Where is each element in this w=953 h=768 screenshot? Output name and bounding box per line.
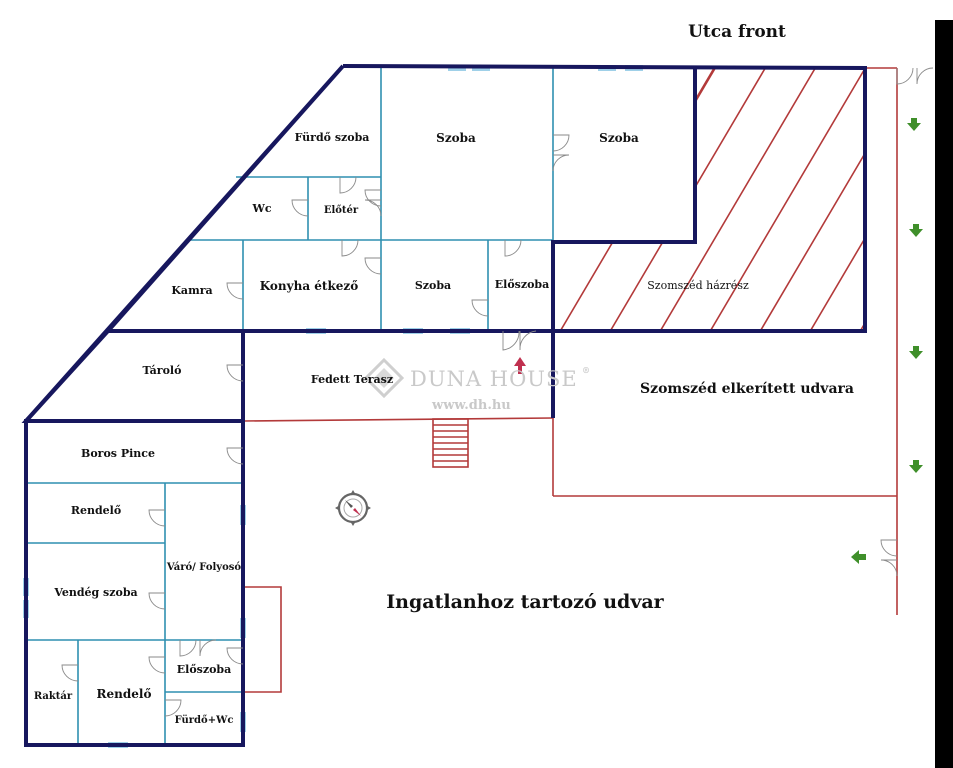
room-label-boros-pince: Boros Pince	[81, 447, 155, 460]
watermark: DUNA HOUSE ® www.dh.hu	[363, 357, 590, 413]
room-label-szoba-top-2: Szoba	[599, 131, 639, 145]
room-label-wc: Wc	[251, 202, 271, 215]
watermark-brand: DUNA HOUSE	[410, 367, 578, 391]
entrance-stairs	[432, 418, 469, 468]
watermark-url: www.dh.hu	[431, 398, 511, 413]
room-label-eloszoba-top: Előszoba	[495, 278, 550, 291]
entrance-arrow-icon	[514, 357, 526, 374]
room-label-rendelo-2: Rendelő	[97, 687, 152, 701]
room-label-szoba-top-1: Szoba	[436, 131, 476, 145]
compass-icon	[335, 490, 371, 526]
doors	[61, 67, 934, 717]
room-label-raktar: Raktár	[34, 691, 73, 702]
room-label-rendelo-1: Rendelő	[71, 504, 121, 517]
room-label-vendeg-szoba: Vendég szoba	[53, 586, 137, 599]
street-front-label: Utca front	[688, 22, 786, 42]
page-edge-bar	[935, 20, 953, 768]
room-label-kamra: Kamra	[171, 284, 212, 297]
room-label-eloter: Előtér	[324, 205, 359, 216]
outer-walls	[21, 64, 867, 747]
room-label-eloszoba-bottom: Előszoba	[177, 663, 232, 676]
yard-label: Ingatlanhoz tartozó udvar	[386, 591, 664, 613]
neighbor-yard-label: Szomszéd elkerített udvara	[640, 381, 854, 397]
watermark-logo-icon	[363, 357, 405, 399]
watermark-registered: ®	[582, 365, 590, 375]
direction-arrow-icon	[851, 118, 923, 564]
room-label-konyha: Konyha étkező	[260, 279, 359, 293]
neighbor-part-label: Szomszéd házrész	[647, 279, 749, 292]
room-label-szoba-mid: Szoba	[415, 279, 451, 292]
room-label-furdoszoba: Fürdő szoba	[295, 131, 370, 144]
room-label-fedett-terasz: Fedett Terasz	[311, 373, 393, 386]
neighbor-part-hatch	[555, 68, 865, 331]
room-label-tarolo: Tároló	[143, 364, 182, 377]
room-label-varo-folyoso: Váró/ Folyosó	[166, 562, 242, 573]
room-label-furdo-wc: Fürdő+Wc	[175, 715, 234, 726]
windows	[23, 65, 643, 748]
property-boundary	[242, 67, 898, 693]
